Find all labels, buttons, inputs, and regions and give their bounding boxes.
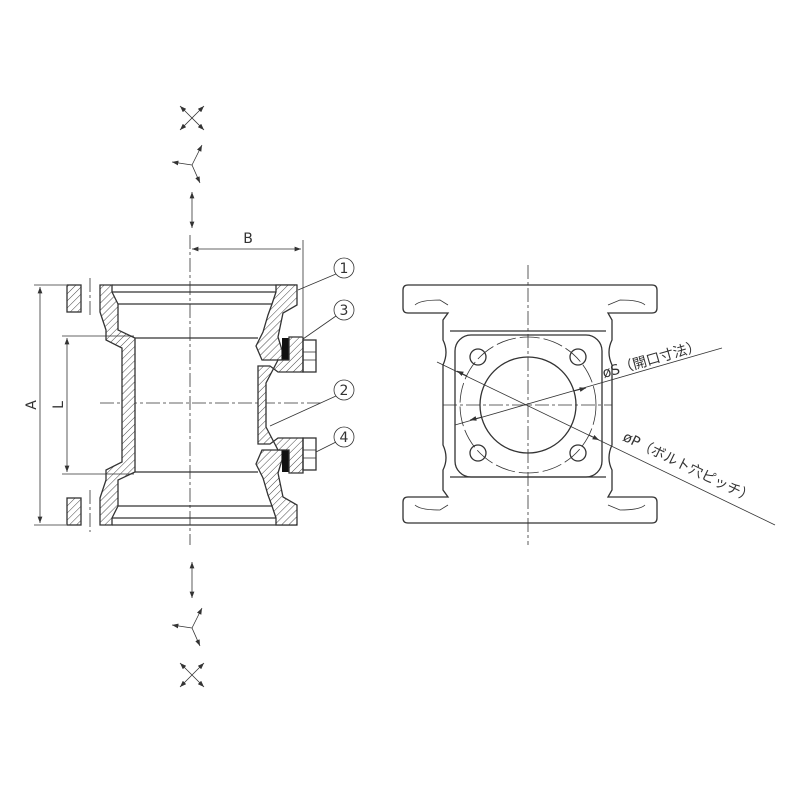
flow-direction-symbols-top: [171, 105, 205, 228]
cover-plate: [454, 334, 603, 478]
dimension-L-label: L: [51, 401, 67, 409]
dimension-L: L: [51, 335, 134, 475]
dimension-A-label: A: [24, 400, 40, 410]
bolt-hole: [569, 348, 587, 366]
bolt-hole: [469, 444, 487, 462]
three-way-arrow-icon: [171, 607, 203, 647]
svg-text:2: 2: [340, 383, 349, 399]
dimension-B-label: B: [243, 231, 253, 247]
gasket-bottom: [282, 450, 289, 472]
gasket-top: [282, 338, 289, 360]
side-view: øS（開口寸法） øP（ボルト穴ピッチ）: [402, 265, 776, 545]
opening-circle: [479, 356, 577, 454]
bolt-pitch-circle: [459, 336, 597, 474]
three-way-arrow-icon: [171, 144, 203, 184]
dimension-A: A: [24, 284, 66, 526]
svg-text:3: 3: [340, 303, 349, 319]
balloon-4: 4: [315, 426, 355, 453]
balloon-1: 1: [297, 257, 355, 291]
svg-text:1: 1: [340, 261, 349, 277]
section-view: [66, 235, 322, 545]
bolt-hole: [469, 348, 487, 366]
opening-dimension-label: øS（開口寸法）: [601, 339, 703, 382]
bolt-pitch-dimension-label: øP（ボルト穴ピッチ）: [620, 429, 756, 506]
bolt-bottom: [302, 437, 317, 471]
balloon-3: 3: [302, 299, 355, 340]
balloon-2: 2: [269, 379, 355, 427]
four-way-arrow-icon: [179, 662, 205, 688]
svg-text:4: 4: [340, 430, 349, 446]
bolt-hole: [569, 444, 587, 462]
dimension-B: B: [192, 231, 304, 336]
flow-direction-symbols-bottom: [171, 562, 205, 688]
four-way-arrow-icon: [179, 105, 205, 131]
bolt-top: [302, 339, 317, 373]
